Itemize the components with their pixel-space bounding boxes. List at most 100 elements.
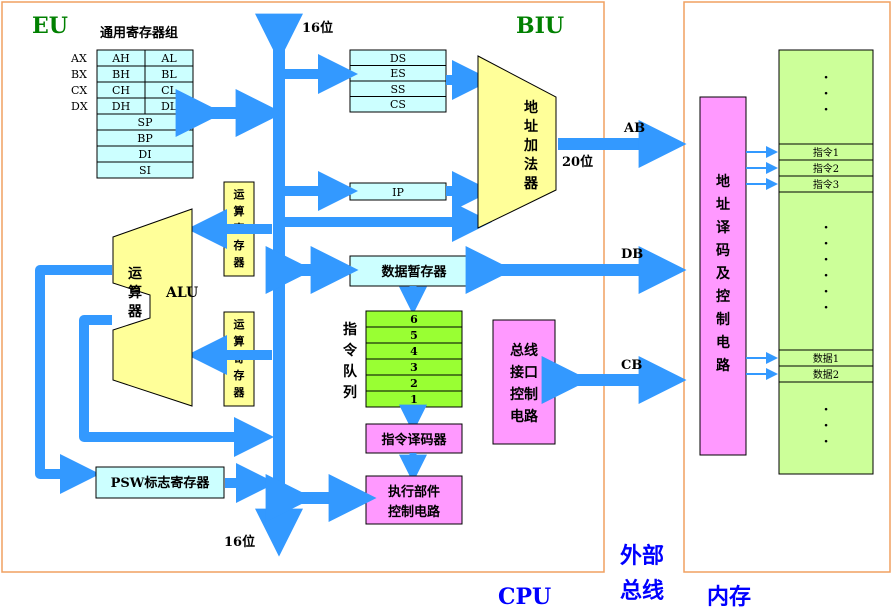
register-group-title: 通用寄存器组 [100,25,178,41]
addr-decode-char-7: 制 [716,311,730,328]
op-reg-top-char-5: 器 [233,256,246,269]
op-reg-top-char-4: 存 [234,238,245,252]
mem-dot: · [824,220,829,236]
alu-char-3: 器 [127,304,143,320]
mem-data-2: 数据2 [813,368,839,381]
addr-decode-char-6: 控 [716,288,730,305]
op-reg-bottom-char-4: 存 [234,368,245,382]
op-reg-top-char-2: 算 [233,204,245,218]
memory-label: 内存 [707,584,751,610]
bit20-label: 20位 [562,154,593,170]
memory-instr-cells [779,143,873,383]
eu-label: EU [32,13,68,39]
queue-slot-3: 3 [410,361,418,374]
queue-slot-2: 2 [410,377,418,390]
bit16-bottom-label: 16位 [224,534,255,550]
seg-ss: SS [391,83,406,96]
reg-bp: BP [137,132,153,145]
addr-decode-char-5: 及 [716,266,731,282]
data-temp-label: 数据暂存器 [381,264,447,280]
external-bus-label-1: 外部 [620,543,664,569]
addr-decode-char-4: 码 [716,243,730,259]
addr-decode-char-2: 址 [716,196,730,213]
ab-label: AB [623,121,645,136]
addr-decode-char-1: 地 [716,173,730,190]
instruction-queue [365,310,463,408]
row-label-bx: BX [71,68,87,81]
addr-decode-char-8: 电 [716,334,730,351]
row-label-cx: CX [71,84,87,97]
cb-label: CB [621,358,642,373]
row-label-ax: AX [70,52,87,65]
reg-al: AL [160,52,177,65]
alu [112,208,193,407]
mem-data-1: 数据1 [813,352,839,365]
op-reg-bottom-char-5: 器 [233,386,246,399]
psw-register [95,466,225,499]
exec-ctrl-line-2: 控制电路 [388,504,441,520]
reg-dh: DH [112,100,130,113]
address-decode-circuit [699,96,747,456]
decoder-label: 指令译码器 [381,432,447,448]
psw-label: PSW标志寄存器 [111,475,211,491]
adder-char-2: 址 [524,118,538,135]
address-adder [477,55,557,229]
bus-ctrl-line-3: 控制 [510,386,538,403]
mem-dot: · [824,300,829,316]
bus-interface-control [492,319,556,445]
reg-cl: CL [161,84,177,97]
mem-dot: · [824,434,829,450]
queue-slot-5: 5 [410,329,418,342]
reg-ch: CH [112,84,130,97]
bus-ctrl-line-4: 电路 [510,408,539,425]
op-reg-top-char-1: 运 [234,188,245,201]
mem-dot: · [824,70,829,86]
data-temp-register [349,255,479,287]
alu-char-1: 运 [128,266,142,282]
alu-char-2: 算 [128,284,142,301]
instruction-decoder [365,423,463,454]
reg-bl: BL [161,68,177,81]
queue-label-char-3: 队 [343,363,358,380]
queue-slot-6: 6 [410,313,418,326]
reg-dl: DL [161,100,178,113]
alu-label: ALU [165,285,198,301]
cpu-label: CPU [498,584,551,610]
mem-dot: · [824,284,829,300]
alu-to-psw-arrow [35,265,112,494]
mem-dot: · [824,252,829,268]
mem-instr-1: 指令1 [813,146,839,159]
seg-es: ES [390,67,406,80]
db-label: DB [621,247,643,262]
mem-dot: · [824,402,829,418]
exec-control-circuit [365,475,463,525]
bus-ctrl-line-1: 总线 [510,342,538,359]
queue-label-char-1: 指 [343,321,357,338]
exec-ctrl-line-1: 执行部件 [388,484,440,500]
seg-cs: CS [390,98,406,111]
adder-char-5: 器 [523,176,539,192]
op-reg-bottom-char-2: 算 [233,334,245,348]
mem-instr-3: 指令3 [813,178,839,191]
op-reg-bottom-char-1: 运 [234,318,245,331]
queue-label-char-4: 列 [343,384,357,401]
segment-registers [349,49,447,113]
reg-di: DI [138,148,151,161]
mem-instr-2: 指令2 [813,162,839,175]
alu-to-bus-arrow [79,315,274,457]
row-label-dx: DX [71,100,88,113]
adder-char-4: 法 [524,156,538,173]
mem-dot: · [824,236,829,252]
seg-ds: DS [390,52,406,65]
addr-decode-char-9: 路 [716,357,731,374]
adder-char-3: 加 [523,138,538,154]
mem-dot: · [824,418,829,434]
reg-sp: SP [138,116,154,129]
queue-slot-1: 1 [410,393,418,406]
mem-dot: · [824,268,829,284]
reg-ah: AH [111,52,130,65]
queue-slot-4: 4 [410,345,418,358]
bus-ctrl-line-2: 接口 [510,364,538,381]
addr-decode-char-3: 译 [716,220,731,236]
